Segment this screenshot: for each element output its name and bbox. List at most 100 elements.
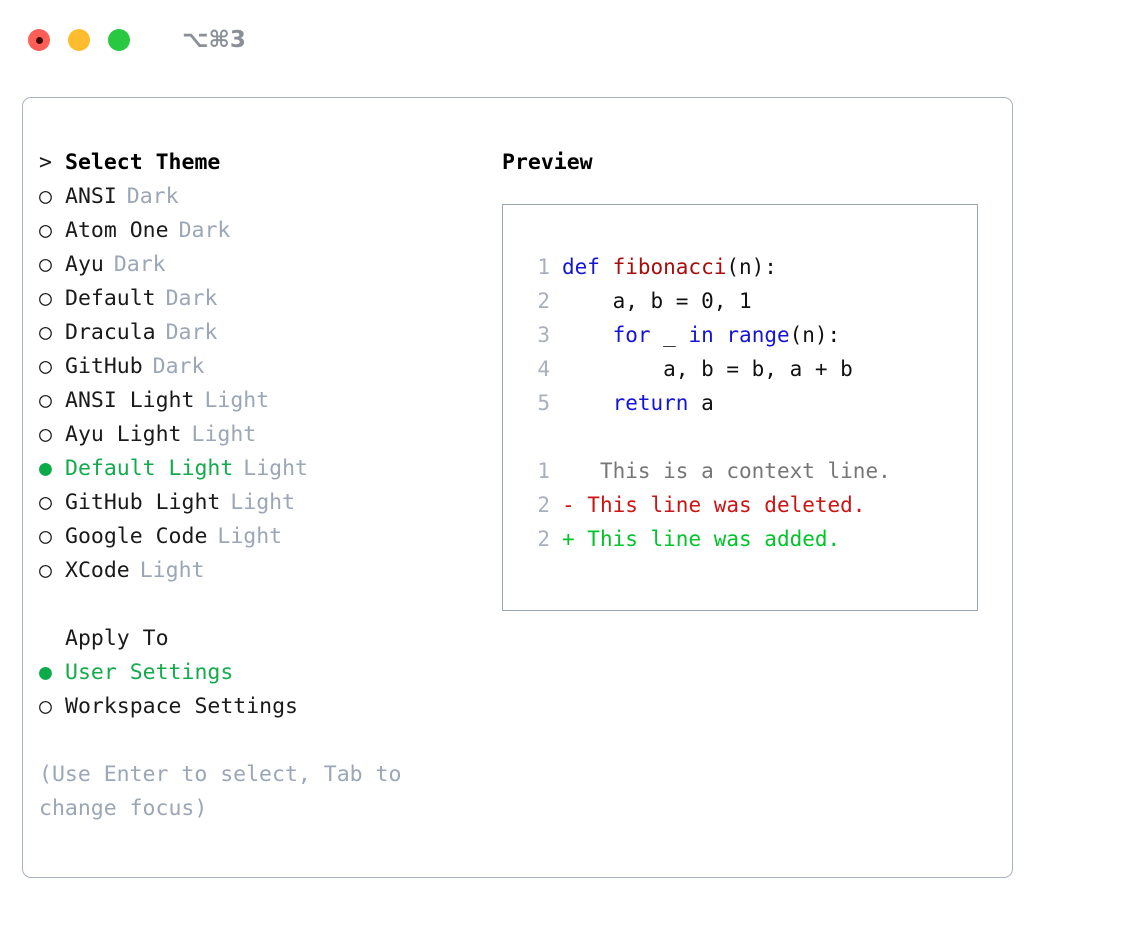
- theme-list-item[interactable]: ○ ANSI Dark: [39, 180, 494, 214]
- apply-to-header: Apply To: [39, 622, 494, 656]
- code-token: [562, 323, 613, 347]
- diff-content: This is a context line.: [574, 459, 891, 483]
- diff-line: 2 + This line was added.: [520, 522, 971, 556]
- theme-list-item[interactable]: ○ Atom One Dark: [39, 214, 494, 248]
- radio-unselected-icon: ○: [39, 184, 52, 209]
- code-token: [714, 323, 727, 347]
- code-token: for: [612, 323, 651, 347]
- diff-text: - This line was deleted.: [562, 488, 865, 522]
- traffic-lights: [28, 29, 130, 51]
- theme-name-label: Dracula: [65, 320, 156, 345]
- apply-to-list: ●User Settings ○ Workspace Settings: [39, 656, 494, 724]
- select-theme-title: Select Theme: [65, 150, 221, 175]
- apply-to-label: Workspace Settings: [65, 694, 298, 719]
- theme-mode-tag: Light: [217, 524, 283, 549]
- radio-unselected-icon: ○: [39, 490, 52, 515]
- theme-name-label: Google Code: [65, 524, 208, 549]
- maximize-button[interactable]: [108, 29, 130, 51]
- diff-line: 2 - This line was deleted.: [520, 488, 971, 522]
- apply-to-title: Apply To: [65, 626, 169, 651]
- theme-mode-tag: Dark: [113, 252, 166, 277]
- diff-text: + This line was added.: [562, 522, 840, 556]
- theme-name-label: ANSI Light: [65, 388, 195, 413]
- code-token: (n):: [789, 323, 841, 347]
- code-token: def: [562, 255, 613, 279]
- code-line: 2 a, b = 0, 1: [520, 284, 971, 318]
- line-number: 2: [537, 493, 550, 517]
- code-token: [562, 391, 613, 415]
- line-number: 5: [537, 391, 550, 415]
- diff-content: This line was deleted.: [574, 493, 866, 517]
- radio-unselected-icon: ○: [39, 286, 52, 311]
- radio-unselected-icon: ○: [39, 422, 52, 447]
- theme-list-item[interactable]: ○ XCode Light: [39, 554, 494, 588]
- close-button[interactable]: [28, 29, 50, 51]
- radio-selected-icon: ●: [39, 660, 52, 685]
- code-text: def fibonacci(n):: [562, 250, 777, 284]
- code-diff-spacer: [520, 420, 971, 454]
- line-number: 1: [537, 255, 550, 279]
- keyboard-shortcut-label: ⌥⌘3: [182, 26, 246, 53]
- line-number: 4: [537, 357, 550, 381]
- list-spacer: [39, 588, 494, 622]
- theme-mode-tag: Light: [139, 558, 205, 583]
- diff-content: This line was added.: [574, 527, 841, 551]
- theme-mode-tag: Dark: [126, 184, 179, 209]
- theme-list-item[interactable]: ○ GitHub Dark: [39, 350, 494, 384]
- diff-lines: 1 This is a context line. 2 - This line wa…: [520, 454, 971, 556]
- theme-list-item[interactable]: ○ Dracula Dark: [39, 316, 494, 350]
- theme-list-item[interactable]: ○ Ayu Dark: [39, 248, 494, 282]
- code-text: a, b = 0, 1: [562, 284, 752, 318]
- code-token: fibonacci: [612, 255, 727, 279]
- apply-to-item[interactable]: ○ Workspace Settings: [39, 690, 494, 724]
- code-line: 5 return a: [520, 386, 971, 420]
- minimize-button[interactable]: [68, 29, 90, 51]
- radio-unselected-icon: ○: [39, 354, 52, 379]
- theme-name-label: XCode: [65, 558, 130, 583]
- apply-to-item[interactable]: ●User Settings: [39, 656, 494, 690]
- line-number: 2: [537, 289, 550, 313]
- code-text: a, b = b, a + b: [562, 352, 853, 386]
- radio-unselected-icon: ○: [39, 694, 52, 719]
- radio-unselected-icon: ○: [39, 218, 52, 243]
- keyboard-hint-text: (Use Enter to select, Tab to change focu…: [39, 762, 402, 821]
- theme-mode-tag: Dark: [165, 286, 218, 311]
- radio-selected-icon: ●: [39, 456, 52, 481]
- diff-sign: [562, 459, 575, 483]
- radio-unselected-icon: ○: [39, 252, 52, 277]
- code-token: return: [612, 391, 689, 415]
- theme-name-label: Default Light: [65, 456, 234, 481]
- code-token: a: [688, 391, 714, 415]
- radio-unselected-icon: ○: [39, 320, 52, 345]
- theme-name-label: Ayu: [65, 252, 104, 277]
- radio-unselected-icon: ○: [39, 558, 52, 583]
- line-number: 1: [537, 459, 550, 483]
- preview-heading: Preview: [502, 150, 593, 175]
- theme-mode-tag: Dark: [165, 320, 218, 345]
- theme-name-label: Atom One: [65, 218, 169, 243]
- code-token: _: [650, 323, 689, 347]
- code-token: a, b = b, a + b: [562, 357, 853, 381]
- theme-name-label: ANSI: [65, 184, 117, 209]
- title-bar: ⌥⌘3: [0, 0, 1140, 80]
- theme-mode-tag: Dark: [152, 354, 205, 379]
- radio-unselected-icon: ○: [39, 388, 52, 413]
- line-number: 2: [537, 527, 550, 551]
- theme-name-label: GitHub: [65, 354, 143, 379]
- diff-line: 1 This is a context line.: [520, 454, 971, 488]
- blank-marker-icon: [39, 622, 65, 656]
- theme-mode-tag: Dark: [178, 218, 231, 243]
